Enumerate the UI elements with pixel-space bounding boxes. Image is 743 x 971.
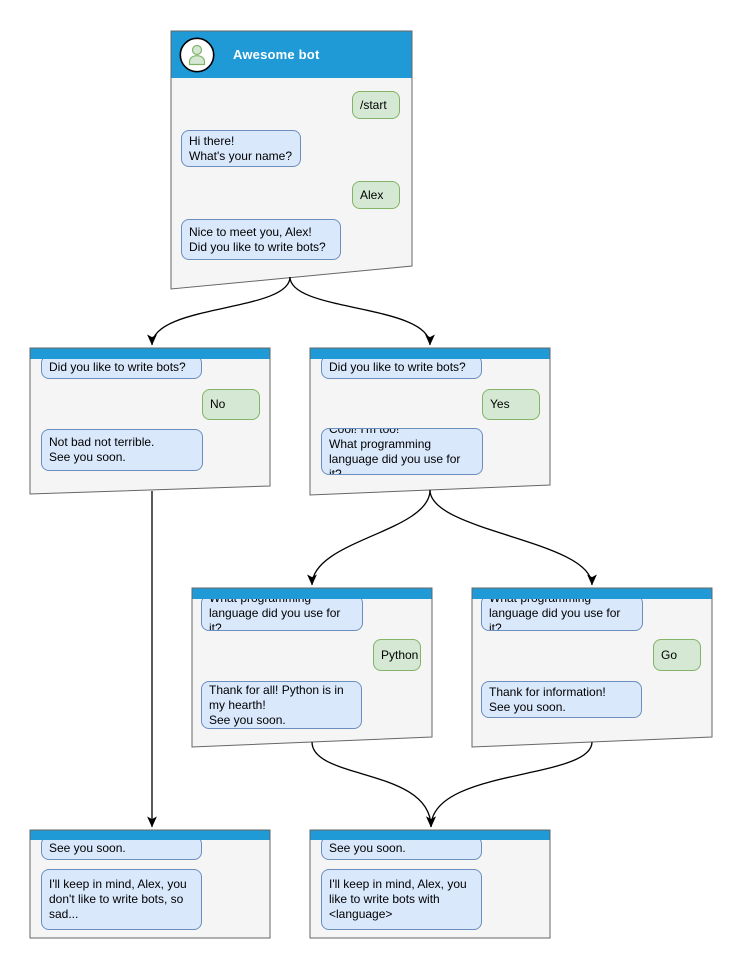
- edge-branch-yes-to-lang-go: [429, 489, 597, 586]
- user-message-bubble: Go: [653, 639, 701, 671]
- user-message-bubble: Alex: [352, 181, 400, 209]
- bot-message-bubble: See you soon.: [321, 836, 482, 860]
- bot-message-bubble: Nice to meet you, Alex! Did you like to …: [181, 219, 341, 260]
- edge-start-to-branch-yes: [289, 276, 435, 346]
- user-message-bubble: No: [202, 389, 260, 420]
- user-message-bubble: Python: [373, 639, 421, 671]
- bot-message-bubble: See you soon.: [41, 836, 202, 860]
- bot-message-bubble: Thank for all! Python is in my hearth! S…: [201, 681, 362, 729]
- edge-start-to-branch-no: [147, 276, 291, 346]
- user-message-bubble: Yes: [482, 389, 540, 420]
- edge-branch-yes-to-lang-python: [307, 489, 431, 586]
- bot-message-bubble: Thank for information! See you soon.: [481, 681, 642, 718]
- chat-window-title: Awesome bot: [233, 47, 320, 62]
- bot-message-bubble: Cool! I'm too! What programming language…: [321, 428, 483, 475]
- bot-message-bubble: Hi there! What's your name?: [181, 130, 301, 167]
- bot-message-bubble: I'll keep in mind, Alex, you don't like …: [41, 869, 202, 930]
- user-message-bubble: /start: [352, 91, 400, 119]
- bot-message-bubble: Not bad not terrible. See you soon.: [41, 429, 203, 471]
- bot-message-bubble: What programming language did you use fo…: [201, 595, 363, 631]
- bot-message-bubble: I'll keep in mind, Alex, you like to wri…: [321, 869, 482, 930]
- edge-lang-python-to-end-yes: [311, 741, 436, 828]
- chat-window-title-wrap: Awesome bot: [233, 31, 319, 78]
- bot-message-bubble: Did you like to write bots?: [41, 355, 202, 379]
- bot-avatar: [179, 37, 215, 73]
- bot-message-bubble: Did you like to write bots?: [321, 355, 482, 379]
- bot-avatar-icon: [179, 37, 215, 73]
- edge-lang-go-to-end-yes: [426, 741, 593, 828]
- bot-message-bubble: What programming language did you use fo…: [481, 595, 643, 631]
